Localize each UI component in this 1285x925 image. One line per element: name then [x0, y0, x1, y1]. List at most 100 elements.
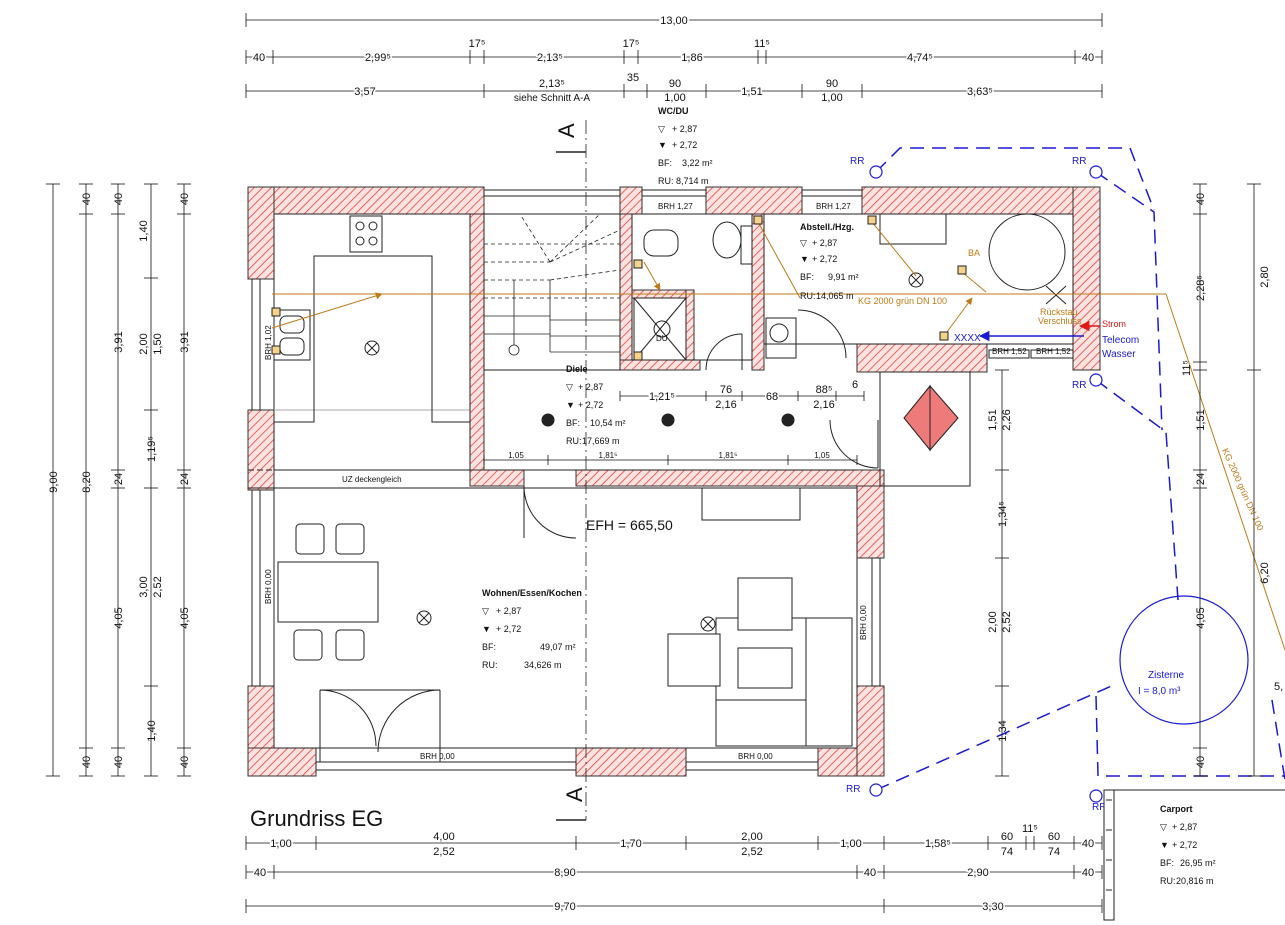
dim: 1,34: [997, 720, 1009, 741]
wall-wc-left: [619, 213, 633, 371]
brh-labels: BRH 1,27 BRH 1,27 BRH 1,52 BRH 1,52 BRH …: [264, 202, 1071, 761]
h-marker: ▽: [658, 124, 665, 134]
dim: 60: [1048, 831, 1060, 843]
dim: 40: [1082, 838, 1094, 850]
pipe-lines: [271, 221, 1285, 651]
wall-inner-horz: [469, 469, 525, 487]
wall-abst-bottom: [856, 343, 988, 373]
dim: 2,52: [1001, 611, 1013, 632]
wall-right-lower: [856, 685, 885, 777]
dims-bottom: [245, 836, 1103, 913]
room-ru-label: RU:: [566, 436, 582, 446]
dim: 40: [81, 193, 93, 205]
dim: 74: [1048, 846, 1060, 858]
rr-label: RR: [1072, 156, 1086, 167]
brh: BRH 1,27: [658, 202, 693, 211]
room-ru: 34,626 m: [524, 660, 562, 670]
room-wohnen: Wohnen/Essen/Kochen ▽ + 2,87 ▼ + 2,72 BF…: [482, 588, 582, 670]
dim: 90: [826, 78, 838, 90]
rueckstau-1: Rückstau: [1040, 307, 1078, 317]
dim: 40: [254, 867, 266, 879]
dims-left-text: 9,00 40 8,20 40 40 3,91 24 4,05 40 1,40 …: [48, 193, 191, 768]
room-h2: + 2,72: [812, 254, 837, 264]
room-ru: 8,714 m: [676, 176, 709, 186]
efh-label: EFH = 665,50: [586, 517, 673, 533]
dim: 2,00: [987, 611, 999, 632]
room-bf-label: BF:: [658, 158, 672, 168]
svg-text:▽: ▽: [800, 238, 807, 248]
dim-top-total: 13,00: [660, 15, 688, 27]
wall-top-right: [861, 186, 1101, 215]
dims-top: [245, 13, 1103, 98]
dim: 1,70: [620, 838, 641, 850]
dim: 2,90: [967, 867, 988, 879]
dim: 1,81⁵: [719, 451, 738, 460]
room-bf: 3,22 m²: [682, 158, 713, 168]
room-name: Carport: [1160, 804, 1193, 814]
dim: 1,51: [987, 409, 999, 430]
dim: 40: [179, 193, 191, 205]
room-name: Wohnen/Essen/Kochen: [482, 588, 582, 598]
utility-strom: Strom: [1102, 319, 1126, 329]
dim: 1,00: [840, 838, 861, 850]
dim: 1,05: [814, 451, 830, 460]
dim: 35: [627, 72, 639, 84]
dim: 3,63⁵: [967, 86, 993, 98]
carport: [1103, 789, 1285, 921]
interior-lines: [248, 189, 1074, 771]
svg-text:▼: ▼: [566, 400, 575, 410]
dim: 2,99⁵: [365, 52, 391, 64]
dim: 40: [113, 756, 125, 768]
furniture: [277, 523, 853, 747]
dim: 1,51: [1195, 409, 1207, 430]
dim: 40: [1195, 756, 1207, 768]
dim: 6,20: [1259, 562, 1271, 583]
room-bf: 9,91 m²: [828, 272, 859, 282]
wall-bottom-mid: [575, 747, 687, 777]
rr-label: RR: [1092, 802, 1106, 813]
room-h2: + 2,72: [496, 624, 521, 634]
dims-left: [46, 183, 191, 777]
drawing-title: Grundriss EG: [250, 806, 383, 831]
doors: [319, 419, 879, 762]
room-ru-label: RU:: [658, 176, 674, 186]
dim: 2,16: [813, 399, 834, 411]
dim: 1,19⁵: [146, 436, 158, 462]
dim: 9,00: [48, 471, 60, 492]
dims-inner: [483, 391, 865, 465]
dim: 5,: [1274, 681, 1283, 693]
dim: 1,50: [152, 333, 164, 354]
stairs: [484, 213, 621, 356]
dim: 17⁵: [469, 38, 486, 50]
dims-right-text: 1,51 2,26 1,34⁵ 2,00 2,52 1,34 40 2,28⁵ …: [987, 193, 1283, 768]
dim: 1,81⁵: [599, 451, 618, 460]
dim: 4,05: [179, 607, 191, 628]
room-ru: 17,669 m: [582, 436, 620, 446]
wall-wc-bottom: [619, 359, 701, 371]
section-line: [556, 120, 587, 821]
dim: 1,51: [741, 86, 762, 98]
brh: BRH 1,02: [264, 325, 273, 360]
wall-inner-horz2: [575, 469, 885, 487]
dim: 4,00: [433, 831, 454, 843]
bath-fixtures: [633, 221, 847, 371]
dim: 2,80: [1259, 266, 1271, 287]
wall-inner-vert: [469, 213, 485, 471]
room-name: Diele: [566, 364, 588, 374]
dim: 24: [179, 473, 191, 485]
lights: [364, 272, 924, 632]
rr-label: RR: [1072, 380, 1086, 391]
room-bf: 26,95 m²: [1180, 858, 1216, 868]
dim: 3,91: [113, 331, 125, 352]
cooktop: [349, 215, 383, 253]
dim: 24: [113, 473, 125, 485]
dim: 40: [113, 193, 125, 205]
svg-text:▽: ▽: [1160, 822, 1167, 832]
sink: [273, 309, 311, 361]
dim: 2,13⁵: [539, 78, 565, 90]
room-name: WC/DU: [658, 106, 689, 116]
h-marker: ▼: [658, 140, 667, 150]
wall-top-mid: [619, 186, 643, 215]
dim: 40: [1195, 193, 1207, 205]
dim: 4,05: [113, 607, 125, 628]
